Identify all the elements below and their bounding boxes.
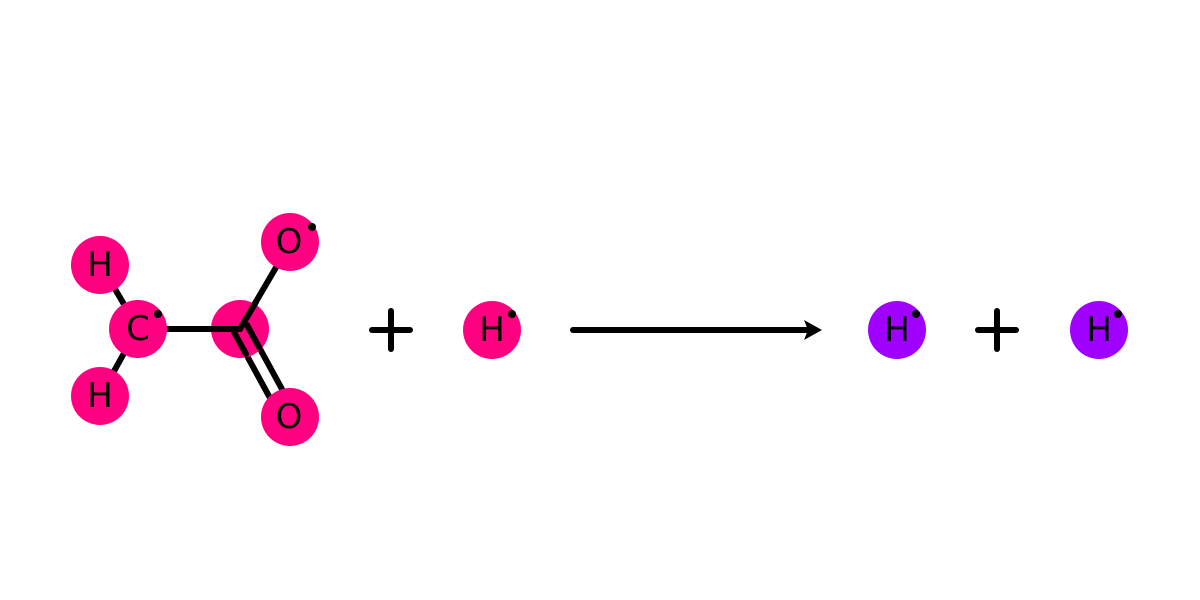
atom-label: H (1086, 310, 1112, 350)
product-hydrogen-atom-2: H (1070, 301, 1128, 359)
atom-label: O (276, 222, 303, 262)
product-hydrogen-atom-1: H (868, 301, 926, 359)
plus-sign-products (975, 308, 1019, 352)
bond-overlay-c-o (237, 299, 259, 332)
atom-label: H (87, 376, 113, 416)
plus-sign-reactants (369, 308, 413, 352)
atom-label: O (276, 397, 303, 437)
atom-label: C (126, 309, 150, 349)
reaction-arrow (570, 320, 822, 340)
reactant-molecule: H H C O O (71, 213, 319, 446)
bond-overlay-double-b (244, 322, 262, 350)
atom-oxygen-double: O (261, 388, 319, 446)
atom-label: H (479, 310, 505, 350)
radical-dot (912, 310, 920, 318)
radical-dot (308, 223, 316, 231)
atom-carbon-radical: C (109, 300, 167, 358)
bond-overlay-double-a (231, 329, 249, 357)
arrow-head-icon (804, 320, 822, 340)
radical-dot (154, 310, 162, 318)
atom-label: H (884, 310, 910, 350)
atom-h-bottom: H (71, 367, 129, 425)
reactant-hydrogen-atom: H (463, 301, 521, 359)
atom-oxygen-radical: O (261, 213, 319, 271)
atom-h-top: H (71, 236, 129, 294)
atom-label: H (87, 245, 113, 285)
radical-dot (508, 310, 516, 318)
radical-dot (1114, 310, 1122, 318)
